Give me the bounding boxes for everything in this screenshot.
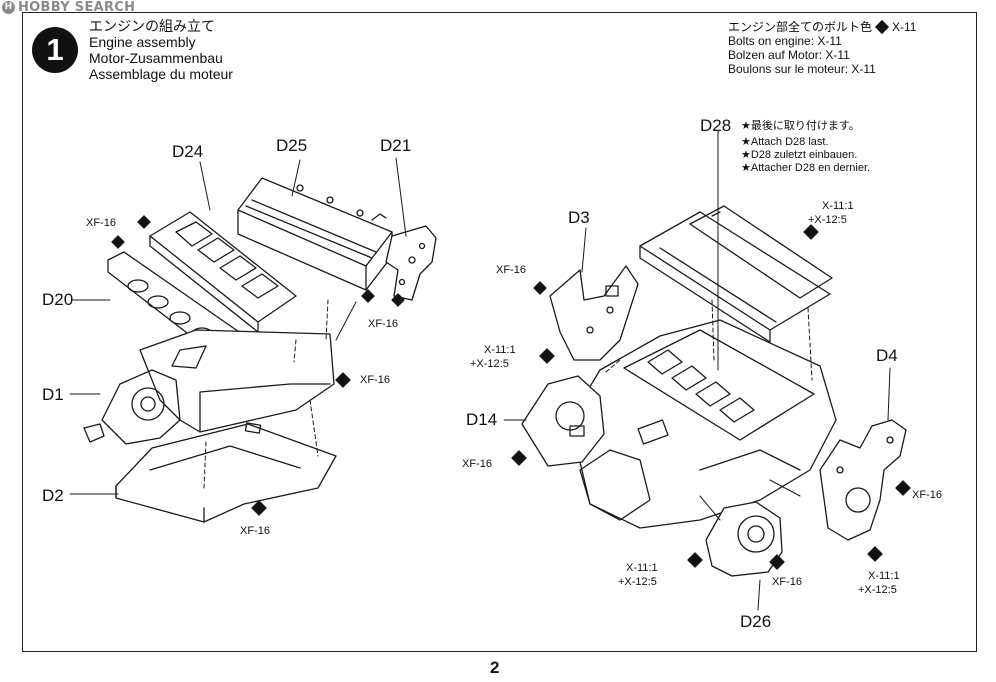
- part-d24-drawing: [149, 211, 297, 333]
- paint-callout-xf16: XF-16: [912, 489, 942, 501]
- part-label-d24: D24: [172, 142, 204, 161]
- part-label-d14: D14: [466, 410, 498, 429]
- paint-callout-x12: +X-12:5: [808, 214, 847, 226]
- part-d14-drawing: [521, 375, 605, 467]
- part-d3-drawing: [549, 265, 639, 361]
- part-label-d1: D1: [42, 385, 64, 404]
- part-label-d4: D4: [876, 346, 898, 365]
- paint-callout-xf16: XF-16: [462, 458, 492, 470]
- part-d28-drawing: [639, 205, 833, 343]
- step-title-de: Motor-Zusammenbau: [89, 50, 223, 66]
- step-title-ja: エンジンの組み立て: [89, 18, 215, 34]
- bolts-note-ja: エンジン部全てのボルト色: [728, 20, 873, 34]
- paint-callout-x11: X-11:1: [822, 200, 854, 212]
- bolts-color-note: エンジン部全てのボルト色 X-11 Bolts on engine: X-11 …: [728, 19, 917, 76]
- instruction-frame: [22, 12, 977, 652]
- right-engine-exploded-view: [503, 129, 911, 611]
- d28-note-ja: ★最後に取り付けます。: [741, 120, 860, 132]
- part-label-d28: D28: [700, 116, 732, 135]
- paint-callout-xf16: XF-16: [240, 525, 270, 537]
- part-d1-drawing: [83, 329, 335, 445]
- part-label-d26: D26: [740, 612, 772, 631]
- bolts-note-fr: Boulons sur le moteur: X-11: [728, 62, 876, 76]
- paint-callout-xf16: XF-16: [360, 374, 390, 386]
- part-label-d21: D21: [380, 136, 412, 155]
- paint-callout-x12: +X-12:5: [618, 576, 657, 588]
- part-d21-drawing: [385, 225, 437, 301]
- paint-callout-x11: X-11:1: [626, 562, 658, 574]
- paint-callout-xf16: XF-16: [86, 217, 116, 229]
- paint-callout-xf16: XF-16: [368, 318, 398, 330]
- paint-callout-x11: X-11:1: [484, 344, 516, 356]
- part-label-d25: D25: [276, 136, 308, 155]
- d28-note-fr: ★Attacher D28 en dernier.: [741, 162, 871, 174]
- engine-block-right-drawing: [569, 319, 837, 529]
- part-d4-drawing: [819, 419, 907, 541]
- left-engine-exploded-view: [69, 157, 437, 523]
- bolts-note-en: Bolts on engine: X-11: [728, 34, 842, 48]
- paint-callout-x12: +X-12:5: [858, 584, 897, 596]
- watermark-text: HOBBY SEARCH: [18, 0, 136, 15]
- step-title-fr: Assemblage du moteur: [89, 66, 233, 82]
- part-d26-drawing: [705, 501, 783, 577]
- page-number: 2: [490, 658, 500, 677]
- d28-note-de: ★D28 zuletzt einbauen.: [741, 149, 858, 161]
- step-title-en: Engine assembly: [89, 34, 196, 50]
- paint-callout-xf16: XF-16: [772, 576, 802, 588]
- d28-note-en: ★Attach D28 last.: [741, 136, 829, 148]
- bolts-note-de: Bolzen auf Motor: X-11: [728, 48, 850, 62]
- paint-callout-x11: X-11:1: [868, 570, 900, 582]
- part-label-d20: D20: [42, 290, 74, 309]
- hobby-search-logo-icon: H: [2, 1, 15, 14]
- part-label-d2: D2: [42, 486, 64, 505]
- part-label-d3: D3: [568, 208, 590, 227]
- bolts-note-color-code: X-11: [892, 20, 917, 34]
- part-d2-drawing: [115, 422, 337, 523]
- watermark: H HOBBY SEARCH: [2, 0, 135, 15]
- step-number-badge: 1: [32, 27, 78, 73]
- paint-callout-xf16: XF-16: [496, 264, 526, 276]
- step-title-block: エンジンの組み立て Engine assembly Motor-Zusammen…: [89, 18, 233, 82]
- paint-callout-x12: +X-12:5: [470, 358, 509, 370]
